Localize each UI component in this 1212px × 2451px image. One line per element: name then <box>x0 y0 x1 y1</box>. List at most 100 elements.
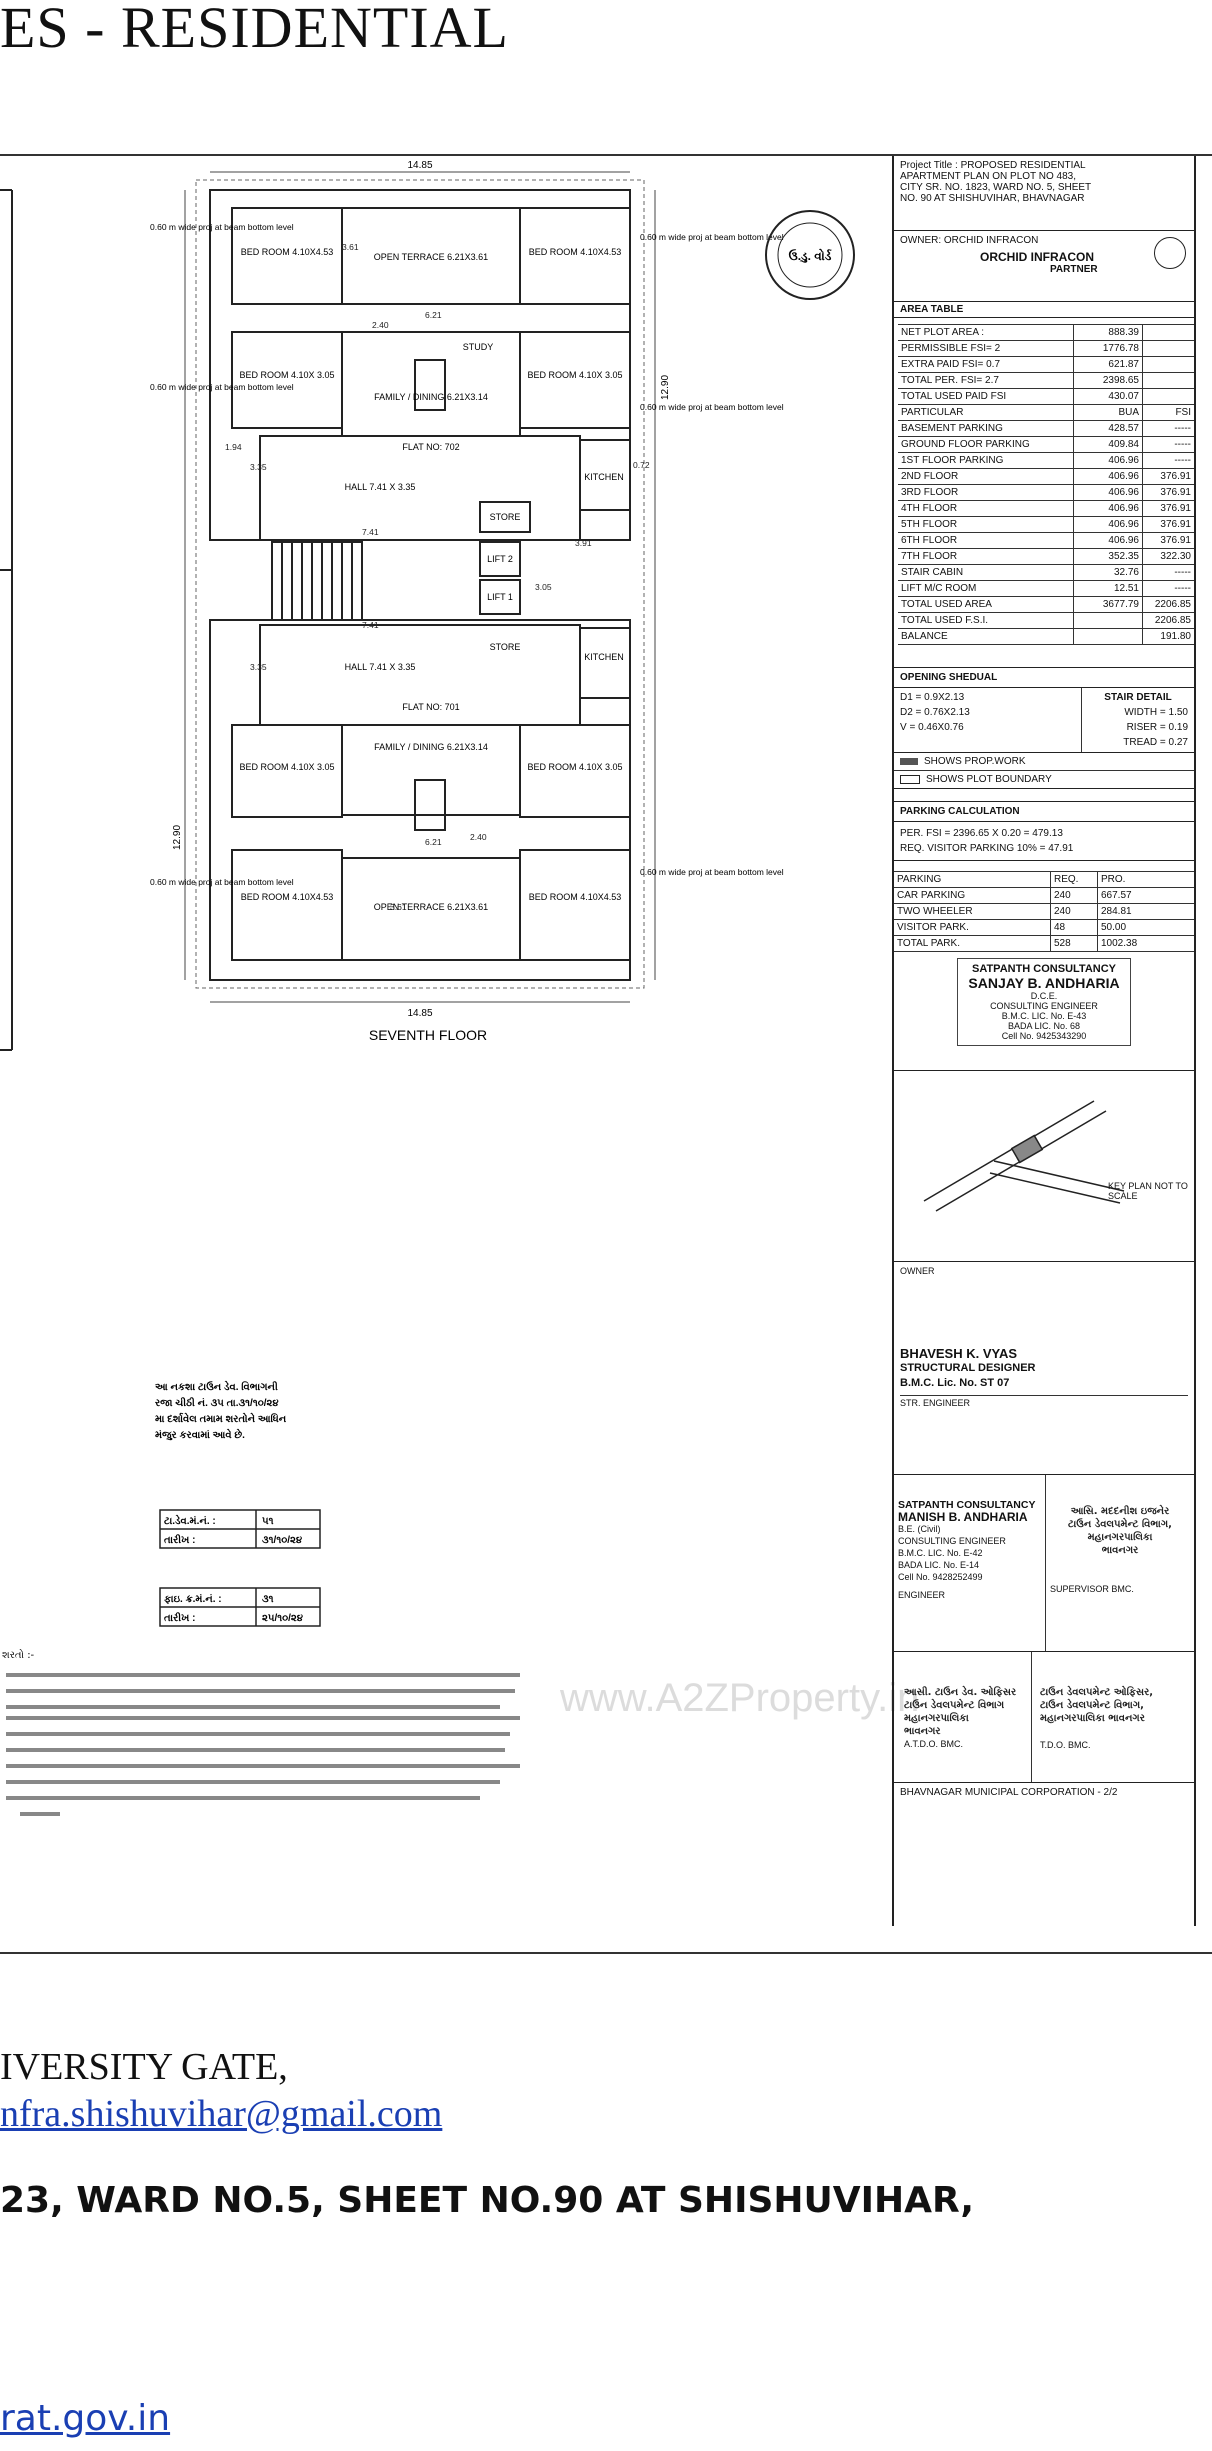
legend-prop: SHOWS PROP.WORK <box>894 753 1194 771</box>
atdo-stamp-3: મહાનગરપાલિકા <box>904 1713 969 1724</box>
supervisor-stamp-1: આસિ. મદદનીશ ઇજનેર <box>1070 1506 1170 1517</box>
area-cell: 3RD FLOOR <box>898 485 1074 500</box>
bedroom-702-ml: BED ROOM 4.10X 3.05 <box>239 370 334 380</box>
area-cell: 406.96 <box>1074 485 1143 500</box>
area-cell: 1ST FLOOR PARKING <box>898 453 1074 468</box>
area-cell: FSI <box>1175 407 1191 418</box>
approval-line-2: રજા ચીઠી નં. ૩૫ તા.૩૧/૧૦/૨૪ <box>155 1396 279 1409</box>
legend-boundary-label: SHOWS PLOT BOUNDARY <box>926 774 1052 785</box>
area-cell: 322.30 <box>1160 551 1191 562</box>
beam-note-br: 0.60 m wide proj at beam bottom level <box>640 867 784 877</box>
area-cell: 7TH FLOOR <box>898 549 1074 564</box>
area-cell <box>1143 341 1194 356</box>
area-cell: TOTAL USED F.S.I. <box>898 613 1074 628</box>
consultant-line-1: D.C.E. <box>1030 991 1058 1001</box>
str-engineer-label: STR. ENGINEER <box>900 1395 1188 1411</box>
structural-lic: B.M.C. Lic. No. ST 07 <box>900 1377 1010 1389</box>
structural-name: BHAVESH K. VYAS <box>900 1346 1018 1361</box>
conditions-block <box>6 1716 520 1816</box>
box1-date-label: તારીખ : <box>164 1533 195 1546</box>
area-cell: LIFT M/C ROOM <box>898 581 1074 596</box>
opening-v: V = 0.46X0.76 <box>900 722 964 733</box>
area-cell: 406.96 <box>1074 453 1143 468</box>
consultant-line-3: B.M.C. LIC. No. E-43 <box>1001 1011 1087 1021</box>
footer-website-link[interactable]: rat.gov.in <box>0 2398 171 2439</box>
eng-line-2: CONSULTING ENGINEER <box>898 1536 1006 1546</box>
project-title-section: Project Title : PROPOSED RESIDENTIAL APA… <box>894 156 1194 231</box>
parking-cell: 667.57 <box>1101 890 1132 901</box>
beam-note-bl: 0.60 m wide proj at beam bottom level <box>150 877 294 887</box>
area-cell: BALANCE <box>898 629 1074 644</box>
atdo-stamp-4: ભાવનગર <box>904 1726 941 1737</box>
watermark: www.A2ZProperty.in <box>560 1676 920 1720</box>
dim-top: 14.85 <box>407 160 432 171</box>
tdo-section: આસી. ટાઉન ડેવ. ઓફિસર ટાઉન ડેવલપમેન્ટ વિભ… <box>894 1652 1194 1783</box>
supervisor-label: SUPERVISOR BMC. <box>1050 1584 1134 1594</box>
area-cell: 409.84 <box>1074 437 1143 452</box>
flat-no-702: FLAT NO: 702 <box>402 442 459 452</box>
eng-line-3: B.M.C. LIC. No. E-42 <box>898 1548 983 1558</box>
box1-value: ૫૧ <box>262 1516 274 1527</box>
bedroom-701-bl: BED ROOM 4.10X4.53 <box>241 892 334 902</box>
area-cell <box>1074 613 1143 628</box>
dim-2-40-b: 2.40 <box>470 832 487 842</box>
opening-d2: D2 = 0.76X2.13 <box>900 707 970 718</box>
area-cell: ----- <box>1174 423 1191 434</box>
department-seal: ઉ.ડુ. વોર્ડ <box>765 210 855 300</box>
consultant-line-4: BADA LIC. No. 68 <box>1007 1021 1081 1031</box>
area-cell: 888.39 <box>1074 325 1143 340</box>
legend-prop-label: SHOWS PROP.WORK <box>924 756 1026 767</box>
area-cell: BUA <box>1074 405 1143 420</box>
owner-label: OWNER <box>900 1266 935 1276</box>
parking-cell: REQ. <box>1051 872 1098 887</box>
terrace-702: OPEN TERRACE 6.21X3.61 <box>374 252 488 262</box>
engineer-section: SATPANTH CONSULTANCY MANISH B. ANDHARIA … <box>894 1475 1194 1652</box>
area-cell: 430.07 <box>1074 389 1143 404</box>
area-cell: ----- <box>1174 455 1191 466</box>
dim-3-61-b: 3.61 <box>390 902 407 912</box>
bedroom-702-tr: BED ROOM 4.10X4.53 <box>529 247 622 257</box>
area-cell: 1776.78 <box>1074 341 1143 356</box>
consultant-line-2: CONSULTING ENGINEER <box>990 1001 1098 1011</box>
area-cell: 376.91 <box>1160 471 1191 482</box>
terrace-701: OPEN TERRACE 6.21X3.61 <box>374 902 488 912</box>
area-cell: 6TH FLOOR <box>898 533 1074 548</box>
area-row: NET PLOT AREA :888.39 <box>898 325 1194 341</box>
stair-tread: TREAD = 0.27 <box>1123 737 1188 748</box>
supervisor-stamp-3: મહાનગરપાલિકા <box>1087 1532 1153 1543</box>
store-701: STORE <box>490 642 521 652</box>
lift-1: LIFT 1 <box>487 592 513 602</box>
beam-note-tr: 0.60 m wide proj at beam bottom level <box>640 232 784 242</box>
dim-2-40-a: 2.40 <box>372 320 389 330</box>
conditions-text <box>6 1673 520 1709</box>
area-cell: 4TH FLOOR <box>898 501 1074 516</box>
key-plan-section: KEY PLAN NOT TO SCALE <box>894 1071 1194 1262</box>
legend-boundary: SHOWS PLOT BOUNDARY <box>894 771 1194 789</box>
study-702: STUDY <box>463 342 494 352</box>
footer-address: IVERSITY GATE, <box>0 2046 288 2088</box>
area-cell: BASEMENT PARKING <box>898 421 1074 436</box>
corporation-label: BHAVNAGAR MUNICIPAL CORPORATION - 2/2 <box>900 1787 1118 1798</box>
area-cell <box>1143 373 1194 388</box>
parking-cell: 240 <box>1051 888 1098 903</box>
store-702: STORE <box>490 512 521 522</box>
lift-2: LIFT 2 <box>487 554 513 564</box>
structural-title: STRUCTURAL DESIGNER <box>900 1362 1036 1374</box>
dim-0-72: 0.72 <box>633 460 650 470</box>
area-cell: 2206.85 <box>1154 599 1191 610</box>
area-cell: 12.51 <box>1074 581 1143 596</box>
north-icon <box>1154 237 1186 269</box>
bedroom-701-ml: BED ROOM 4.10X 3.05 <box>239 762 334 772</box>
owner-text: OWNER: ORCHID INFRACON <box>900 235 1039 246</box>
footer-email-link[interactable]: nfra.shishuvihar@gmail.com <box>0 2093 443 2135</box>
parking-calc: PER. FSI = 2396.65 X 0.20 = 479.13 REQ. … <box>894 822 1194 861</box>
area-cell: 32.76 <box>1074 565 1143 580</box>
